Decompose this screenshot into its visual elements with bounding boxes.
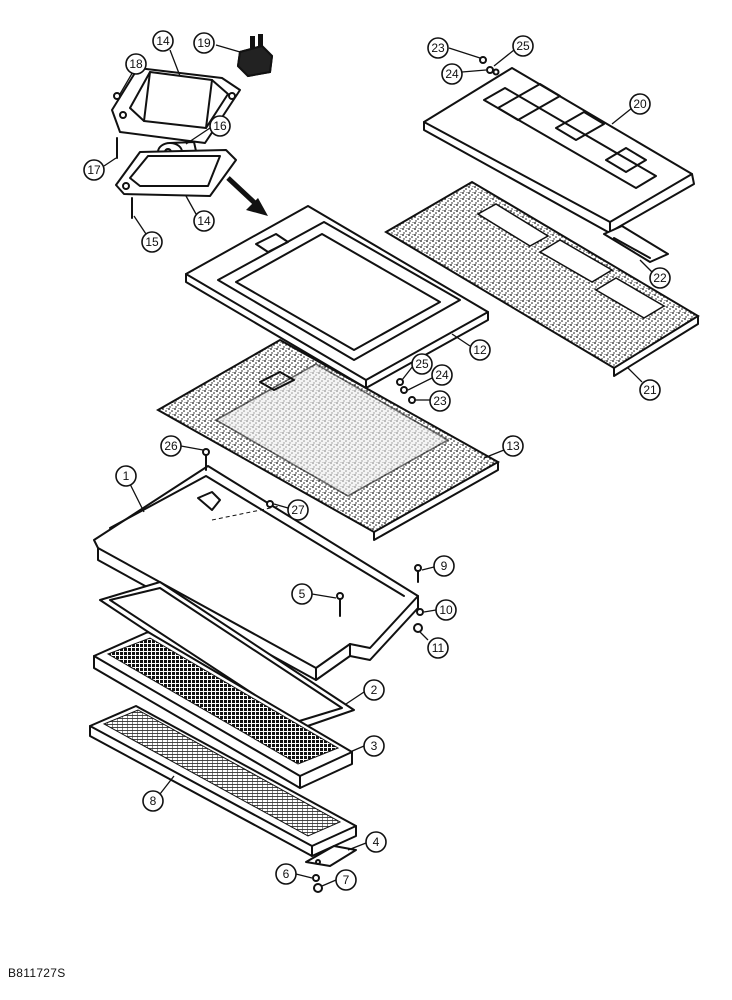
hardware bbox=[202, 56, 494, 893]
screws-upper-left bbox=[113, 92, 133, 219]
callout-16: 16 bbox=[185, 115, 231, 145]
svg-text:3: 3 bbox=[371, 739, 378, 753]
callout-8: 8 bbox=[142, 775, 175, 812]
callout-22: 22 bbox=[639, 259, 671, 289]
callout-11: 11 bbox=[419, 631, 449, 659]
svg-text:14: 14 bbox=[197, 214, 211, 228]
svg-text:6: 6 bbox=[283, 867, 290, 881]
light-housing-top bbox=[111, 67, 241, 144]
callout-1: 1 bbox=[115, 465, 145, 513]
headliner-liner bbox=[155, 338, 501, 541]
svg-text:25: 25 bbox=[415, 357, 429, 371]
svg-text:10: 10 bbox=[439, 603, 453, 617]
callout-12: 12 bbox=[451, 333, 491, 361]
svg-text:7: 7 bbox=[343, 873, 350, 887]
svg-text:2: 2 bbox=[371, 683, 378, 697]
svg-text:16: 16 bbox=[213, 119, 227, 133]
callout-13: 13 bbox=[483, 435, 524, 459]
svg-text:15: 15 bbox=[145, 235, 159, 249]
callout-24-upper: 24 bbox=[441, 63, 487, 85]
svg-text:12: 12 bbox=[473, 343, 487, 357]
svg-text:22: 22 bbox=[653, 271, 667, 285]
callout-25-upper: 25 bbox=[493, 35, 534, 67]
svg-text:21: 21 bbox=[643, 383, 657, 397]
callout-23-upper: 23 bbox=[427, 37, 481, 59]
callout-7: 7 bbox=[321, 869, 357, 891]
callout-10: 10 bbox=[423, 599, 457, 621]
callout-6: 6 bbox=[275, 863, 313, 885]
svg-text:14: 14 bbox=[156, 34, 170, 48]
svg-text:5: 5 bbox=[299, 587, 306, 601]
svg-text:25: 25 bbox=[516, 39, 530, 53]
svg-text:17: 17 bbox=[87, 163, 101, 177]
svg-text:1: 1 bbox=[123, 469, 130, 483]
roof-panel bbox=[423, 67, 695, 233]
callout-5: 5 bbox=[291, 583, 337, 605]
relay bbox=[236, 34, 274, 78]
direction-arrow bbox=[226, 176, 268, 216]
roof-liner bbox=[384, 180, 700, 377]
filter-screen bbox=[89, 705, 357, 857]
svg-text:27: 27 bbox=[291, 503, 305, 517]
dome-light bbox=[603, 225, 669, 263]
callout-18: 18 bbox=[119, 53, 147, 95]
svg-text:9: 9 bbox=[441, 559, 448, 573]
figure-code: B811727S bbox=[8, 966, 66, 980]
light-housing-base bbox=[115, 149, 237, 197]
callout-14-base: 14 bbox=[185, 195, 215, 232]
svg-text:26: 26 bbox=[164, 439, 178, 453]
callout-25-lower: 25 bbox=[401, 353, 433, 381]
svg-text:20: 20 bbox=[633, 97, 647, 111]
callout-19: 19 bbox=[193, 32, 241, 54]
callout-20: 20 bbox=[611, 93, 651, 125]
svg-text:23: 23 bbox=[431, 41, 445, 55]
svg-text:24: 24 bbox=[435, 368, 449, 382]
callout-2: 2 bbox=[345, 679, 385, 705]
callouts: 14 19 18 16 17 14 15 23 25 24 20 22 21 1… bbox=[83, 30, 671, 891]
callout-27: 27 bbox=[273, 499, 309, 521]
callout-4: 4 bbox=[347, 831, 387, 853]
svg-text:4: 4 bbox=[373, 835, 380, 849]
callout-15: 15 bbox=[133, 215, 163, 253]
callout-26: 26 bbox=[160, 435, 204, 457]
svg-text:13: 13 bbox=[506, 439, 520, 453]
filter-element bbox=[93, 631, 353, 789]
retainer-plate bbox=[305, 845, 357, 867]
callout-3: 3 bbox=[349, 735, 385, 757]
svg-text:23: 23 bbox=[433, 394, 447, 408]
headliner-panel bbox=[185, 205, 489, 389]
svg-text:8: 8 bbox=[150, 794, 157, 808]
svg-text:24: 24 bbox=[445, 67, 459, 81]
svg-text:18: 18 bbox=[129, 57, 143, 71]
callout-24-lower: 24 bbox=[407, 364, 453, 391]
callout-14-housing: 14 bbox=[152, 30, 181, 77]
callout-21: 21 bbox=[627, 367, 661, 401]
svg-text:11: 11 bbox=[432, 641, 445, 655]
callout-23-lower: 23 bbox=[414, 390, 451, 412]
callout-9: 9 bbox=[421, 555, 455, 577]
callout-17: 17 bbox=[83, 157, 117, 181]
svg-text:19: 19 bbox=[197, 36, 211, 50]
